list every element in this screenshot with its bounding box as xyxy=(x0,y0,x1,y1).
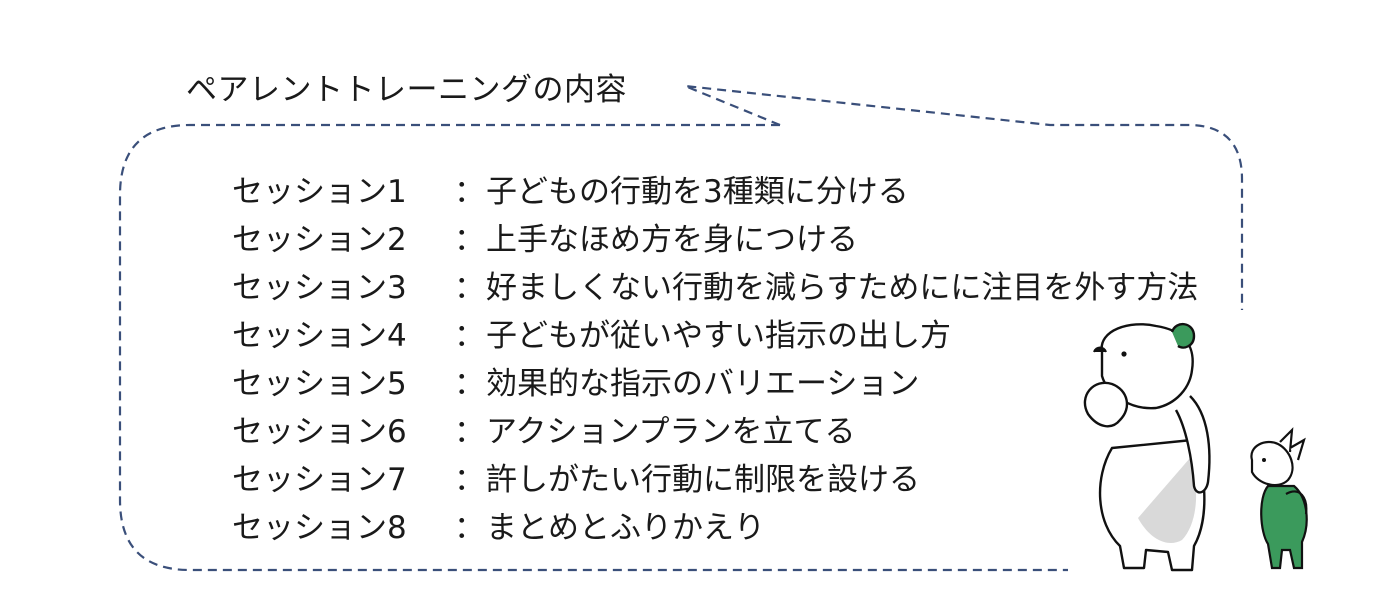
session-separator: ： xyxy=(454,317,485,354)
session-row: セッション1 ： 子どもの行動を3種類に分ける xyxy=(232,164,1198,212)
session-name: セッション3 xyxy=(232,269,407,306)
session-name: セッション2 xyxy=(232,221,407,258)
session-row: セッション3 ： 好ましくない行動を減らすためにに注目を外す方法 xyxy=(232,260,1198,308)
session-separator: ： xyxy=(454,413,485,450)
session-name: セッション7 xyxy=(232,461,407,498)
session-content: 子どもの行動を3種類に分ける xyxy=(486,173,909,210)
session-name: セッション8 xyxy=(232,509,407,546)
session-separator: ： xyxy=(454,173,485,210)
session-name: セッション1 xyxy=(232,173,407,210)
session-separator: ： xyxy=(454,509,485,546)
session-row: セッション8 ： まとめとふりかえり xyxy=(232,500,1198,548)
session-content: 効果的な指示のバリエーション xyxy=(486,365,920,402)
session-name: セッション5 xyxy=(232,365,407,402)
session-content: まとめとふりかえり xyxy=(486,509,765,546)
session-content: 子どもが従いやすい指示の出し方 xyxy=(486,317,951,354)
session-row: セッション5 ： 効果的な指示のバリエーション xyxy=(232,356,1198,404)
session-content: 好ましくない行動を減らすためにに注目を外す方法 xyxy=(486,269,1199,306)
session-separator: ： xyxy=(454,221,485,258)
page-title: ペアレントトレーニングの内容 xyxy=(186,72,627,108)
session-content: アクションプランを立てる xyxy=(486,413,856,450)
session-separator: ： xyxy=(454,461,485,498)
session-list: セッション1 ： 子どもの行動を3種類に分ける セッション2 ： 上手なほめ方を… xyxy=(232,164,1198,548)
session-row: セッション4 ： 子どもが従いやすい指示の出し方 xyxy=(232,308,1198,356)
session-row: セッション2 ： 上手なほめ方を身につける xyxy=(232,212,1198,260)
session-content: 上手なほめ方を身につける xyxy=(486,221,858,258)
session-row: セッション7 ： 許しがたい行動に制限を設ける xyxy=(232,452,1198,500)
session-name: セッション4 xyxy=(232,317,407,354)
session-name: セッション6 xyxy=(232,413,407,450)
bear-and-piglet-illustration-icon xyxy=(1083,323,1308,572)
session-row: セッション6 ： アクションプランを立てる xyxy=(232,404,1198,452)
session-separator: ： xyxy=(454,365,485,402)
session-separator: ： xyxy=(454,269,485,306)
session-content: 許しがたい行動に制限を設ける xyxy=(486,461,920,498)
